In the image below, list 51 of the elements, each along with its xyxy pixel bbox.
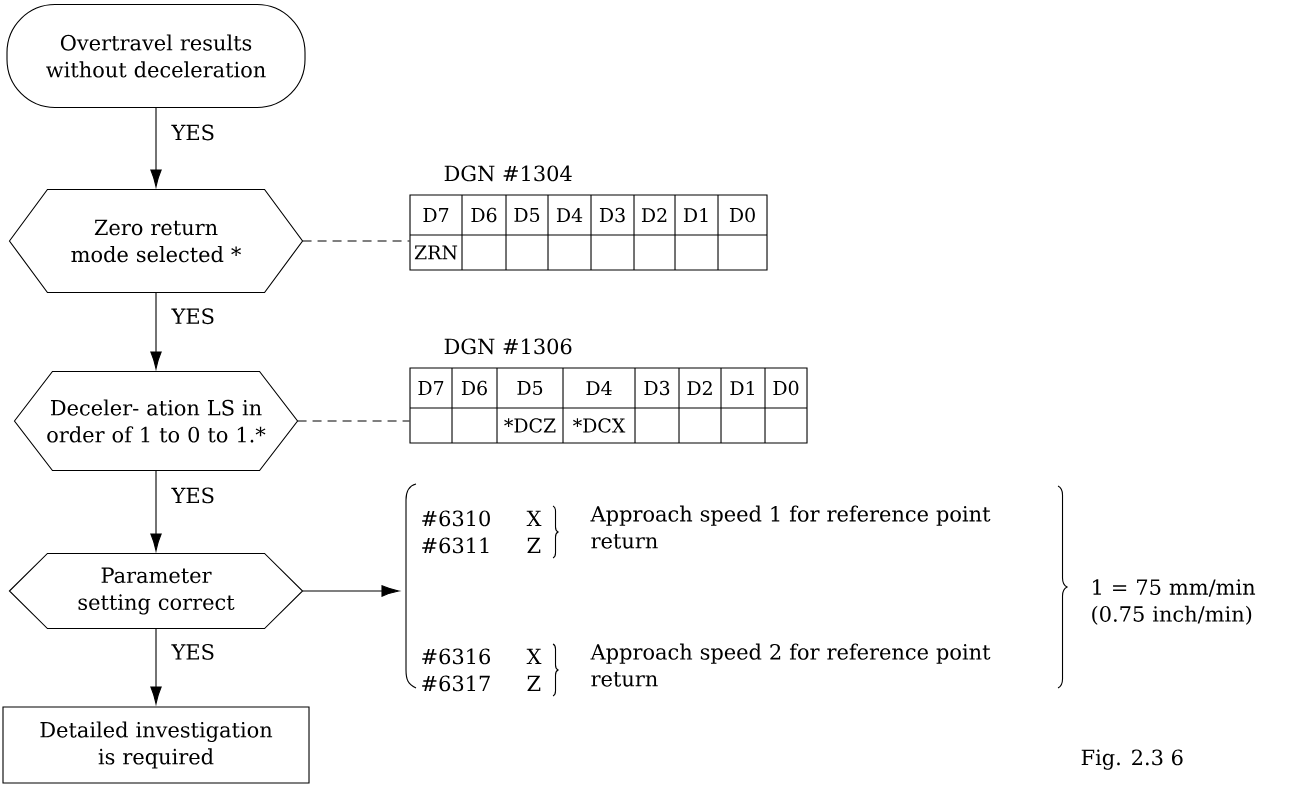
- node-label: D4: [586, 380, 612, 396]
- table-title: DGN #1306: [444, 338, 572, 355]
- node-label: D1: [683, 207, 708, 223]
- figure-caption: Fig. 2.3 6: [1081, 749, 1183, 770]
- node-label: *DCX: [573, 418, 626, 433]
- node-label: D5: [514, 207, 540, 223]
- parameter-label: Z: [527, 675, 541, 691]
- arrow: [150, 292, 162, 370]
- parameter-label: #6311: [422, 537, 489, 554]
- dashed-line: [297, 420, 410, 422]
- parameter-label: X: [526, 648, 542, 664]
- parameter-label: #6317: [422, 675, 490, 692]
- edge-label: YES: [171, 124, 214, 141]
- node-label: D6: [471, 207, 497, 223]
- node-label: D6: [461, 380, 487, 396]
- edge-label: YES: [171, 308, 214, 325]
- description-text: Approach speed 1 for reference point return: [590, 505, 991, 549]
- node-label: D3: [644, 380, 670, 396]
- table-title: DGN #1304: [444, 165, 572, 182]
- parameter-label: X: [526, 510, 542, 526]
- edge-label: YES: [171, 644, 214, 660]
- node-label: D3: [599, 207, 625, 223]
- parameter-label: Z: [527, 537, 541, 553]
- arrow: [150, 470, 162, 552]
- process-box: Detailed investigation is required: [2, 706, 310, 784]
- arrow: [150, 107, 162, 188]
- node-label: D1: [730, 380, 754, 396]
- arrow: [150, 628, 162, 705]
- arrow: [302, 585, 400, 597]
- register-table: D7 D6 D5 D4 D3 D2 D1 D0 *DCZ *DCX: [409, 367, 808, 444]
- node-label: ZRN: [414, 245, 458, 260]
- node-label: D7: [418, 381, 444, 395]
- node-label: D4: [556, 207, 583, 223]
- node-label: *DCZ: [504, 418, 556, 433]
- decision-hexagon: Zero return mode selected *: [8, 188, 304, 294]
- node-label: D2: [687, 380, 712, 396]
- note-text: 1 = 75 mm/min (0.75 inch/min): [1092, 579, 1256, 625]
- parameter-label: #6310: [422, 510, 490, 527]
- node-label: D5: [517, 380, 543, 396]
- edge-label: YES: [171, 487, 214, 504]
- dashed-line: [302, 240, 410, 242]
- node-label: D2: [641, 207, 667, 223]
- decision-hexagon: Parameter setting correct: [8, 552, 304, 630]
- node-label: D0: [729, 207, 755, 223]
- description-text: Approach speed 2 for reference point return: [590, 643, 991, 687]
- parameter-label: #6316: [422, 648, 490, 665]
- register-table: D7 D6 D5 D4 D3 D2 D1 D0 ZRN: [409, 194, 768, 271]
- node-label: D0: [773, 380, 799, 396]
- node-label: D7: [423, 208, 449, 222]
- decision-hexagon: Deceler- ation LS in order of 1 to 0 to 1.*: [13, 370, 299, 472]
- terminal-box: Overtravel results without deceleration: [6, 3, 306, 109]
